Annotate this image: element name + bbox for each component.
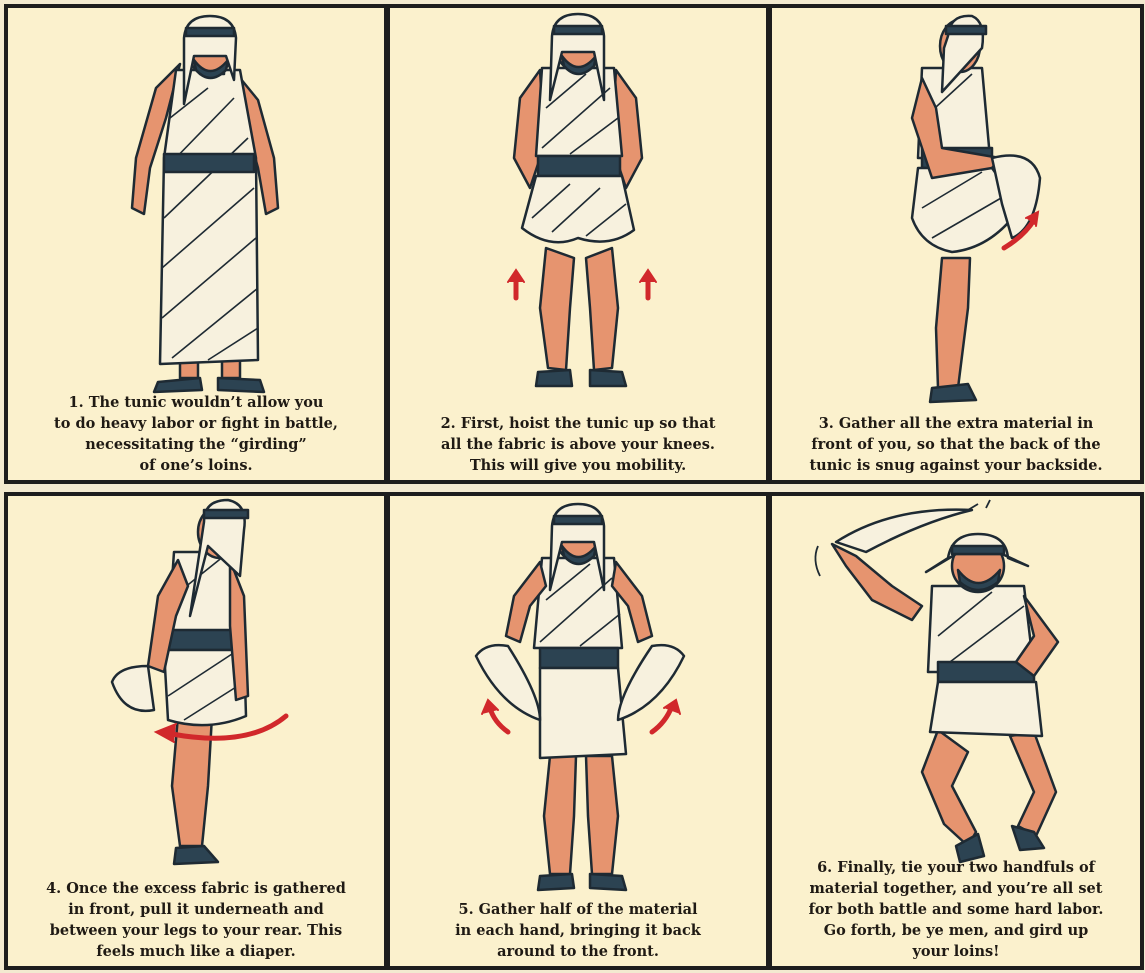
step-2-caption: 2. First, hoist the tunic up so that all… — [396, 413, 760, 476]
step-3-caption: 3. Gather all the extra material in fron… — [778, 413, 1134, 476]
step-1-caption: 1. The tunic wouldn’t allow you to do he… — [14, 392, 378, 476]
step-6-panel: 6. Finally, tie your two handfuls of mat… — [768, 492, 1144, 970]
step-5-panel: 5. Gather half of the material in each h… — [386, 492, 770, 970]
step-5-illustration — [390, 496, 766, 966]
step-4-caption: 4. Once the excess fabric is gathered in… — [14, 878, 378, 962]
step-2-panel: 2. First, hoist the tunic up so that all… — [386, 4, 770, 484]
step-3-panel: 3. Gather all the extra material in fron… — [768, 4, 1144, 484]
step-1-panel: 1. The tunic wouldn’t allow you to do he… — [4, 4, 388, 484]
step-4-panel: 4. Once the excess fabric is gathered in… — [4, 492, 388, 970]
step-6-caption: 6. Finally, tie your two handfuls of mat… — [778, 857, 1134, 962]
step-2-illustration — [390, 8, 766, 480]
step-5-caption: 5. Gather half of the material in each h… — [396, 899, 760, 962]
step-3-illustration — [772, 8, 1140, 480]
